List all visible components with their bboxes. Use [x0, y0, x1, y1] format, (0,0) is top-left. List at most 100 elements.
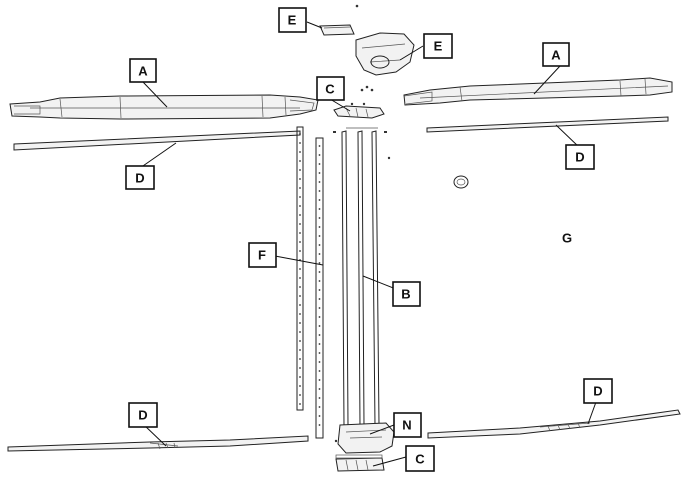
- strip-hole: [318, 343, 321, 345]
- vertical-strip-f-right: [315, 137, 324, 439]
- strip-hole: [299, 403, 301, 405]
- strip-hole: [318, 199, 321, 201]
- strip-hole: [299, 187, 301, 189]
- top-rail-right: [403, 77, 673, 106]
- svg-text:E: E: [288, 13, 297, 28]
- callout-n: N: [393, 412, 422, 438]
- top-rail-left: [9, 94, 319, 120]
- strip-hole: [299, 151, 301, 153]
- cap-cover-e: [355, 32, 415, 76]
- strip-hole: [318, 217, 321, 219]
- strip-hole: [299, 286, 301, 288]
- strip-hole: [299, 313, 301, 315]
- callout-d-lower-right: D: [583, 378, 613, 404]
- strip-hole: [318, 226, 321, 228]
- strip-hole: [318, 280, 321, 282]
- screws: [333, 131, 391, 443]
- strip-hole: [299, 250, 301, 252]
- callout-d-upper-left: D: [125, 165, 155, 190]
- ring: [453, 175, 469, 189]
- strip-hole: [318, 181, 321, 183]
- strip-hole: [318, 235, 321, 237]
- strip-hole: [318, 154, 321, 156]
- callout-c-top: C: [316, 76, 345, 101]
- strip-hole: [318, 397, 321, 399]
- svg-text:C: C: [325, 82, 335, 97]
- base-foot-n: [337, 422, 395, 454]
- svg-text:F: F: [258, 248, 266, 263]
- strip-hole: [299, 268, 301, 270]
- strip-hole: [299, 394, 301, 396]
- callout-d-lower-left: D: [128, 402, 158, 428]
- strip-hole: [318, 208, 321, 210]
- strip-hole: [318, 415, 321, 417]
- strip-hole: [318, 307, 321, 309]
- strip-hole: [299, 340, 301, 342]
- callout-c-bottom: C: [405, 445, 435, 472]
- slat-lower-right: [427, 409, 681, 439]
- slat-upper-left: [13, 130, 301, 151]
- callout-e-right: E: [423, 33, 453, 59]
- svg-text:E: E: [434, 39, 443, 54]
- leader-lines: [139, 21, 597, 467]
- svg-text:D: D: [593, 384, 602, 399]
- strip-hole: [299, 385, 301, 387]
- strip-hole: [318, 244, 321, 246]
- vertical-strip-f-left: [296, 126, 304, 411]
- strip-hole: [318, 253, 321, 255]
- bottom-bracket-c: [335, 454, 385, 472]
- strip-hole: [318, 298, 321, 300]
- small-plate-e: [319, 4, 359, 36]
- strip-hole: [318, 271, 321, 273]
- callout-f: F: [248, 242, 277, 268]
- strip-hole: [318, 289, 321, 291]
- svg-text:D: D: [135, 171, 144, 186]
- callout-g: G: [554, 226, 581, 250]
- strip-hole: [318, 163, 321, 165]
- strip-hole: [299, 205, 301, 207]
- svg-text:C: C: [415, 452, 425, 467]
- strip-hole: [318, 262, 321, 264]
- svg-text:B: B: [401, 287, 410, 302]
- callout-b: B: [392, 281, 421, 307]
- strip-hole: [299, 223, 301, 225]
- strip-hole: [299, 322, 301, 324]
- callout-a-left: A: [129, 58, 157, 83]
- callout-e-left: E: [278, 7, 307, 33]
- strip-hole: [299, 277, 301, 279]
- strip-hole: [299, 214, 301, 216]
- strip-hole: [318, 406, 321, 408]
- svg-text:A: A: [138, 64, 148, 79]
- strip-hole: [318, 172, 321, 174]
- svg-text:N: N: [402, 418, 411, 433]
- callout-d-upper-right: D: [565, 144, 595, 170]
- strip-hole: [299, 295, 301, 297]
- strip-hole: [299, 142, 301, 144]
- callout-a-right: A: [542, 42, 570, 67]
- svg-text:D: D: [575, 150, 584, 165]
- strip-hole: [299, 331, 301, 333]
- svg-text:A: A: [551, 48, 561, 63]
- central-post-b: [341, 127, 380, 427]
- strip-hole: [299, 358, 301, 360]
- svg-text:G: G: [562, 231, 572, 246]
- strip-hole: [299, 178, 301, 180]
- strip-hole: [299, 196, 301, 198]
- strip-hole: [299, 349, 301, 351]
- slat-upper-right: [426, 116, 669, 133]
- strip-hole: [318, 325, 321, 327]
- strip-hole: [318, 352, 321, 354]
- strip-hole: [299, 304, 301, 306]
- strip-hole: [318, 388, 321, 390]
- strip-hole: [299, 376, 301, 378]
- strip-hole: [318, 361, 321, 363]
- strip-hole: [299, 160, 301, 162]
- strip-hole: [318, 379, 321, 381]
- strip-hole: [299, 232, 301, 234]
- strip-hole: [299, 241, 301, 243]
- strip-hole: [318, 190, 321, 192]
- strip-hole: [299, 367, 301, 369]
- strip-hole: [318, 145, 321, 147]
- strip-hole: [318, 316, 321, 318]
